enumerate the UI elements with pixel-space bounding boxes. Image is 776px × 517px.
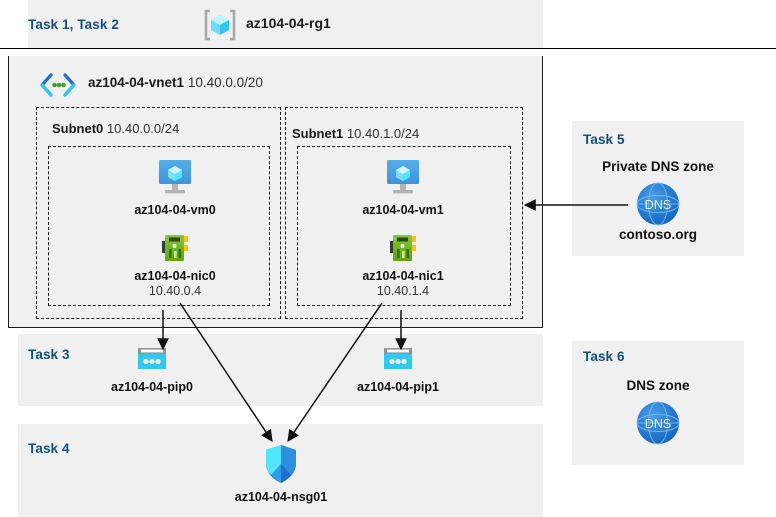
subnet-1-resource-box (297, 146, 511, 306)
task-label-5: Task 5 (583, 132, 625, 147)
network-interface-icon (337, 232, 469, 269)
nsg-node[interactable]: az104-04-nsg01 (221, 443, 341, 505)
subnet-0-name: Subnet0 (52, 121, 104, 136)
virtual-network-container (8, 56, 543, 328)
vm-0-node[interactable]: az104-04-vm0 (109, 158, 241, 218)
private-dns-zone-icon[interactable]: DNS (629, 182, 687, 231)
vnet-cidr: 10.40.0.0/20 (187, 75, 263, 90)
nic-0-ip: 10.40.0.4 (148, 284, 202, 298)
public-ip-icon (343, 345, 453, 380)
nic-1-name: az104-04-nic1 (362, 269, 444, 283)
svg-text:DNS: DNS (645, 417, 671, 431)
public-ip-icon (97, 345, 207, 380)
virtual-network-icon (38, 72, 78, 98)
public-ip-0-node[interactable]: az104-04-pip0 (97, 345, 207, 395)
resource-group-icon (203, 8, 237, 42)
public-ip-panel (18, 334, 543, 406)
svg-text:DNS: DNS (645, 198, 671, 212)
vm-1-node[interactable]: az104-04-vm1 (337, 158, 469, 218)
header-divider-rule (0, 48, 776, 49)
subnet-0-title: Subnet0 10.40.0.0/24 (52, 121, 179, 136)
private-dns-zone-title: Private DNS zone (602, 159, 714, 174)
vm-0-name: az104-04-vm0 (134, 203, 216, 217)
network-security-group-icon (221, 443, 341, 490)
resource-group-name: az104-04-rg1 (246, 15, 331, 31)
virtual-machine-icon (337, 158, 469, 203)
subnet-1-container (285, 107, 523, 319)
subnet-1-title: Subnet1 10.40.1.0/24 (292, 126, 419, 141)
public-ip-1-node[interactable]: az104-04-pip1 (343, 345, 453, 395)
task-label-6: Task 6 (583, 349, 625, 364)
private-dns-zone-name: contoso.org (619, 227, 697, 242)
subnet-1-name: Subnet1 (292, 126, 344, 141)
subnet-0-cidr: 10.40.0.0/24 (106, 121, 180, 136)
task-label-1-2: Task 1, Task 2 (28, 17, 119, 32)
virtual-network-title: az104-04-vnet1 10.40.0.0/20 (88, 75, 263, 90)
public-ip-1-name: az104-04-pip1 (357, 380, 439, 394)
subnet-0-resource-box (48, 146, 270, 306)
nic-0-name: az104-04-nic0 (134, 269, 216, 283)
subnet-1-cidr: 10.40.1.0/24 (346, 126, 420, 141)
public-ip-0-name: az104-04-pip0 (111, 380, 193, 394)
network-interface-icon (109, 232, 241, 269)
resource-group-header-strip (28, 0, 543, 48)
virtual-machine-icon (109, 158, 241, 203)
task-label-3: Task 3 (28, 347, 70, 362)
task-label-4: Task 4 (28, 441, 70, 456)
dns-zone-icon[interactable]: DNS (629, 401, 687, 450)
nic-0-node[interactable]: az104-04-nic0 10.40.0.4 (109, 232, 241, 299)
nic-1-ip: 10.40.1.4 (376, 284, 430, 298)
subnet-0-container (36, 107, 281, 319)
nsg-name: az104-04-nsg01 (234, 490, 328, 504)
vm-1-name: az104-04-vm1 (362, 203, 444, 217)
nic-1-node[interactable]: az104-04-nic1 10.40.1.4 (337, 232, 469, 299)
vnet-name: az104-04-vnet1 (88, 75, 185, 90)
dns-zone-title: DNS zone (626, 378, 690, 393)
